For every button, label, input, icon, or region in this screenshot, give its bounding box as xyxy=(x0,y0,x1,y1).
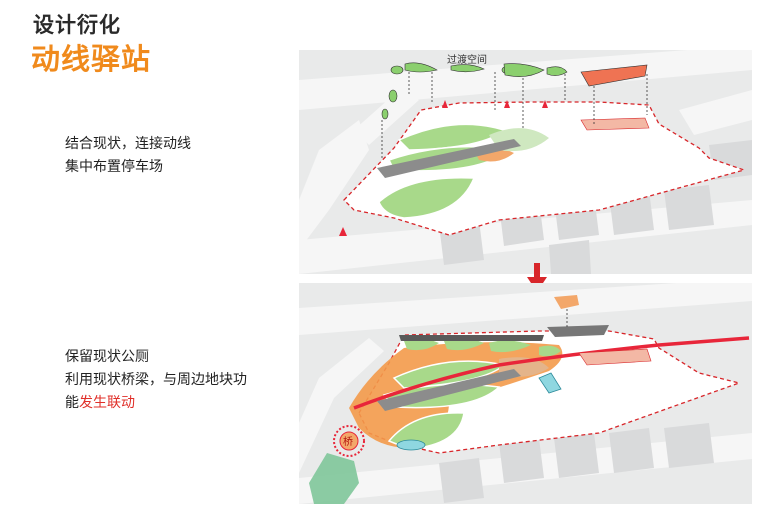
drop-lines xyxy=(381,72,648,158)
caption-bottom: 保留现状公厕 利用现状桥梁，与周边地块功 能发生联动 xyxy=(65,346,247,415)
caption-bottom-line-3-normal: 能 xyxy=(65,395,79,411)
canopy-label: 过渡空间 xyxy=(447,53,487,66)
caption-bottom-highlight: 发生联动 xyxy=(79,395,135,411)
canopy-roofs xyxy=(381,62,648,120)
caption-bottom-line-2: 利用现状桥梁，与周边地块功 xyxy=(65,372,247,388)
bridge-marker: 桥 xyxy=(333,425,365,457)
caption-top-line-1: 结合现状，连接动线 xyxy=(65,136,191,152)
lawn-ellipse xyxy=(396,439,426,451)
diagram-top-svg: 过渡空间 xyxy=(299,50,752,274)
caption-top-line-2: 集中布置停车场 xyxy=(65,159,163,175)
diagram-top: 过渡空间 xyxy=(299,50,752,274)
diagram-bottom: 桥 xyxy=(299,283,752,504)
toilet-block xyxy=(538,372,562,394)
building-blocks-bottom xyxy=(439,423,714,503)
red-connection-path xyxy=(353,336,750,410)
caption-bottom-line-1: 保留现状公厕 xyxy=(65,349,149,365)
north-building xyxy=(547,325,609,337)
green-corner xyxy=(309,453,359,504)
page-title: 设计衍化 xyxy=(33,13,121,37)
bridge-marker-label: 桥 xyxy=(343,436,353,448)
page-subtitle: 动线驿站 xyxy=(31,42,152,76)
north-canopy xyxy=(554,295,579,309)
parking-pad xyxy=(580,117,650,131)
top-bar-building xyxy=(399,335,544,341)
bridge xyxy=(377,139,521,178)
caption-top: 结合现状，连接动线 集中布置停车场 xyxy=(65,133,191,179)
caption-bottom-line-3: 能发生联动 xyxy=(65,392,247,415)
diagram-bottom-svg: 桥 xyxy=(299,283,752,504)
parking-pad-bottom xyxy=(578,348,652,366)
red-markers xyxy=(339,100,548,236)
bridge-bottom xyxy=(377,369,521,411)
